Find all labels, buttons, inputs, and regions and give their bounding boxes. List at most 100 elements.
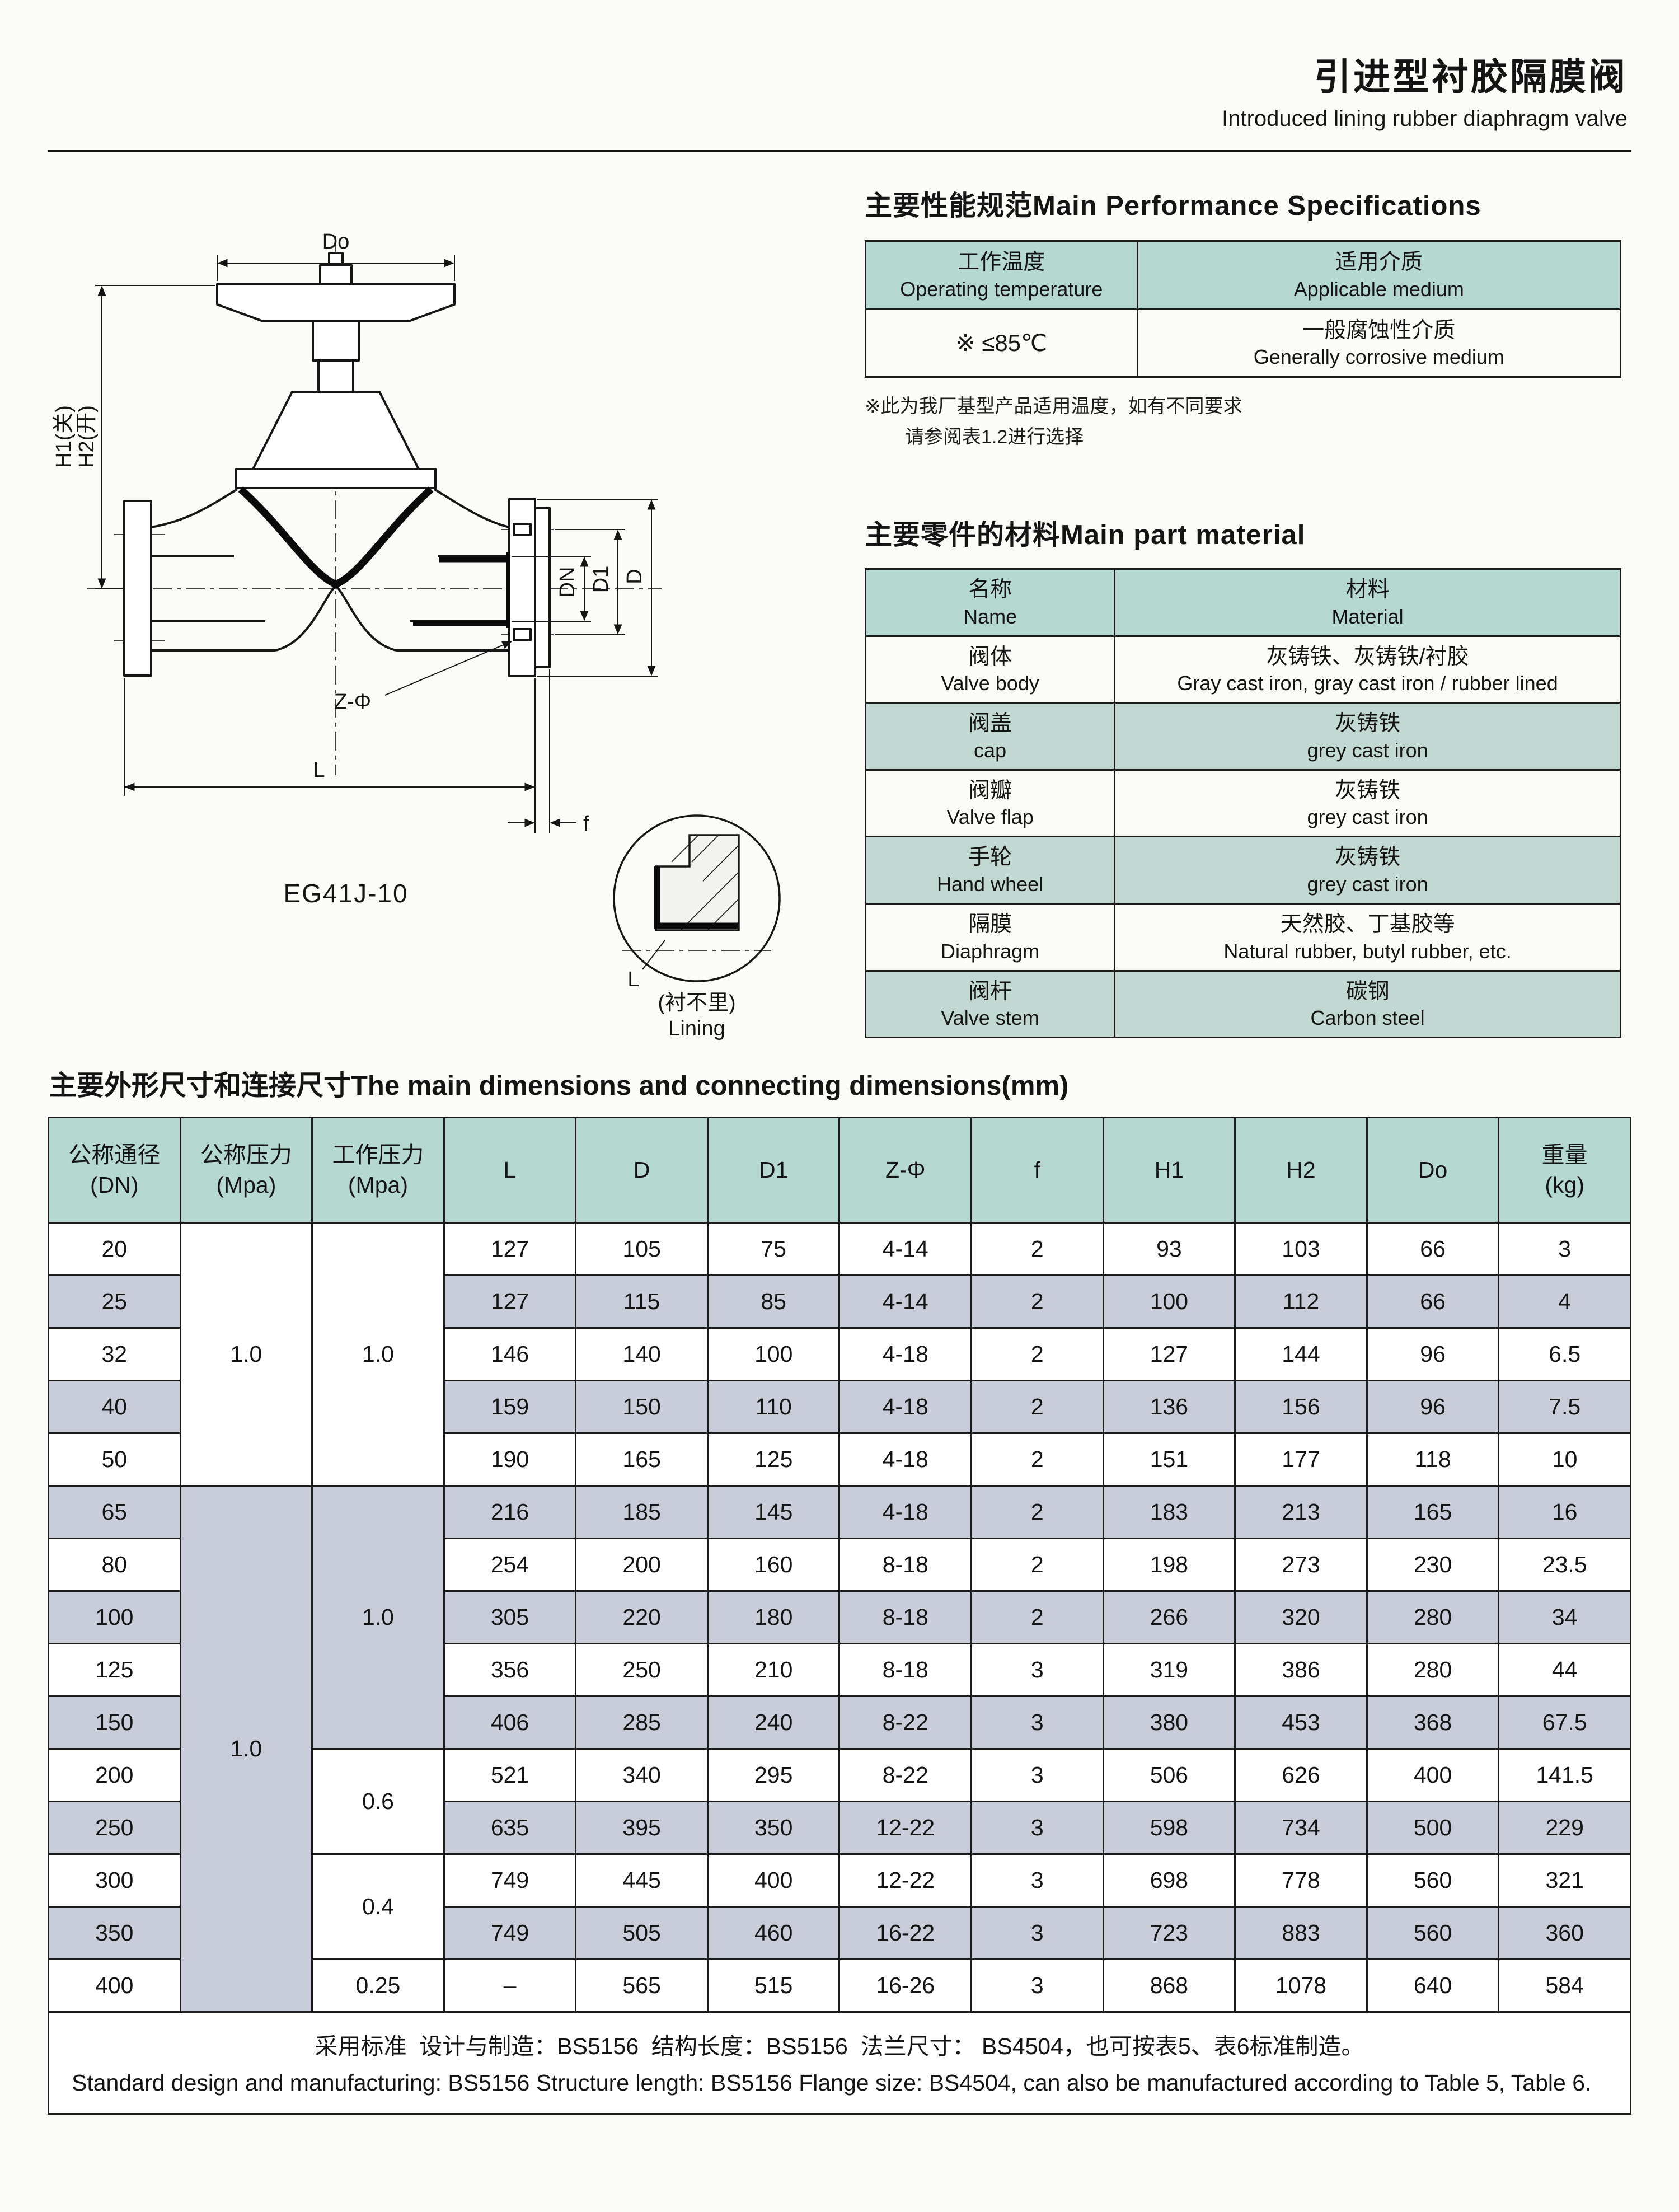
header-label-zh: 材料 [1345, 577, 1390, 602]
cell: 3 [1498, 1222, 1631, 1276]
cell: 185 [575, 1485, 709, 1539]
cell: 240 [706, 1695, 841, 1750]
cell: 180 [706, 1590, 841, 1644]
cell: 12-22 [838, 1801, 973, 1855]
cell-nominal-pressure: 1.0 [179, 1485, 313, 2013]
cell: 8-18 [838, 1590, 973, 1644]
cell: 3 [970, 1906, 1104, 1960]
footnote-line-2: 请参阅表1.2进行选择 [905, 426, 1084, 448]
cell: 883 [1234, 1906, 1368, 1960]
cell: 213 [1234, 1485, 1368, 1539]
cell: 360 [1498, 1906, 1631, 1960]
cell: 66 [1366, 1222, 1500, 1276]
bolt-hole [513, 628, 532, 641]
cell: 521 [443, 1748, 577, 1802]
table-row: 100 305 220 180 8-18 2 266 320 280 34 [48, 1590, 1631, 1644]
page-title-zh: 引进型衬胶隔膜阀 [1314, 56, 1628, 97]
header-label-en: Name [963, 604, 1017, 628]
part-material-en: Gray cast iron, gray cast iron / rubber … [1177, 672, 1558, 695]
cell: 127 [443, 1222, 577, 1276]
part-name-zh: 阀瓣 [968, 778, 1012, 803]
applicable-medium-value: 一般腐蚀性介质 Generally corrosive medium [1136, 308, 1622, 378]
part-name-zh: 阀杆 [968, 979, 1012, 1004]
cell-dn: 25 [48, 1274, 181, 1329]
cell: 156 [1234, 1380, 1368, 1434]
table-row: 阀体 Valve body 灰铸铁、灰铸铁/衬胶 Gray cast iron,… [864, 635, 1621, 704]
col-header-nominal-pressure: 公称压力 (Mpa) [179, 1117, 313, 1224]
detail-dim-label-l: L [627, 968, 639, 991]
table-row: 手轮 Hand wheel 灰铸铁 grey cast iron [864, 836, 1621, 905]
cell: 160 [706, 1538, 841, 1592]
part-name-zh: 阀体 [968, 644, 1012, 669]
table-row: 80 254 200 160 8-18 2 198 273 230 23.5 [48, 1538, 1631, 1592]
part-name-en: Diaphragm [941, 939, 1040, 963]
col-header-H2: H2 [1234, 1117, 1368, 1224]
table-header-row: 工作温度 Operating temperature 适用介质 Applicab… [865, 240, 1622, 310]
col-header-H1: H1 [1102, 1117, 1236, 1224]
cell: 4-18 [838, 1485, 973, 1539]
cell: 66 [1366, 1274, 1500, 1329]
col-header-working-pressure: 工作压力 (Mpa) [311, 1117, 445, 1224]
cell: 500 [1366, 1801, 1500, 1855]
cell: 2 [970, 1432, 1104, 1487]
col-header-L: L [443, 1117, 577, 1224]
cell-dn: 250 [48, 1801, 181, 1855]
cell: 505 [575, 1906, 709, 1960]
col-part-material: 材料 Material [1114, 568, 1621, 637]
centerlines [87, 236, 771, 951]
cell: 10 [1498, 1432, 1631, 1487]
cell: 319 [1102, 1643, 1236, 1697]
table-row: 250 635 395 350 12-22 3 598 734 500 229 [48, 1801, 1631, 1855]
table-row: 阀杆 Valve stem 碳钢 Carbon steel [864, 969, 1621, 1039]
cell: 165 [575, 1432, 709, 1487]
bolt-hole [513, 523, 532, 536]
cell: 118 [1366, 1432, 1500, 1487]
cell: 749 [443, 1853, 577, 1908]
cell: 2 [970, 1590, 1104, 1644]
cell: 96 [1366, 1327, 1500, 1381]
cell: 635 [443, 1801, 577, 1855]
cell: 177 [1234, 1432, 1368, 1487]
header-label-en: Applicable medium [1293, 277, 1464, 301]
cell-nominal-pressure: 1.0 [179, 1222, 313, 1487]
dim-label-d1: D1 [589, 566, 613, 593]
table-row: 125 356 250 210 8-18 3 319 386 280 44 [48, 1643, 1631, 1697]
cell-working-pressure: 1.0 [311, 1485, 445, 1750]
drawing-labels: Do H1(关) H2(开) DN D1 D Z-Φ L f EG41J-10 … [52, 230, 736, 1041]
cell: 8-18 [838, 1643, 973, 1697]
part-material-cell: 灰铸铁 grey cast iron [1114, 836, 1621, 905]
cell: 4-18 [838, 1432, 973, 1487]
table-row: 400 0.25 – 565 515 16-26 3 868 1078 640 … [48, 1958, 1631, 2013]
cell: 4-14 [838, 1274, 973, 1329]
cell: 640 [1366, 1958, 1500, 2013]
valve-technical-drawing: Do H1(关) H2(开) DN D1 D Z-Φ L f EG41J-10 … [52, 230, 781, 1041]
bonnet [252, 391, 420, 470]
part-name-en: Hand wheel [937, 873, 1044, 896]
cell: 386 [1234, 1643, 1368, 1697]
part-name-en: Valve body [941, 672, 1039, 695]
col-header-dn: 公称通径 (DN) [48, 1117, 181, 1224]
performance-title: 主要性能规范Main Performance Specifications [865, 191, 1481, 221]
part-name-cell: 隔膜 Diaphragm [864, 902, 1116, 972]
col-operating-temperature: 工作温度 Operating temperature [865, 240, 1138, 310]
cell: 321 [1498, 1853, 1631, 1908]
cell-working-pressure: 0.6 [311, 1748, 445, 1855]
cell: 280 [1366, 1643, 1500, 1697]
valve-body-outline [123, 252, 551, 677]
table-row: 350 749 505 460 16-22 3 723 883 560 360 [48, 1906, 1631, 1960]
part-name-zh: 手轮 [968, 845, 1012, 870]
table-row: 65 1.0 1.0 216 185 145 4-18 2 183 213 16… [48, 1485, 1631, 2013]
cell: 183 [1102, 1485, 1236, 1539]
cell: 115 [575, 1274, 709, 1329]
part-material-cell: 灰铸铁 grey cast iron [1114, 768, 1621, 838]
cell: 216 [443, 1485, 577, 1539]
cell: 144 [1234, 1327, 1368, 1381]
cell: 3 [970, 1853, 1104, 1908]
medium-zh: 一般腐蚀性介质 [1302, 318, 1456, 343]
cell: 506 [1102, 1748, 1236, 1802]
cell-working-pressure: 0.25 [311, 1958, 445, 2013]
cell-dn: 125 [48, 1643, 181, 1697]
cell: 2 [970, 1327, 1104, 1381]
cell: 12-22 [838, 1853, 973, 1908]
cell: 356 [443, 1643, 577, 1697]
